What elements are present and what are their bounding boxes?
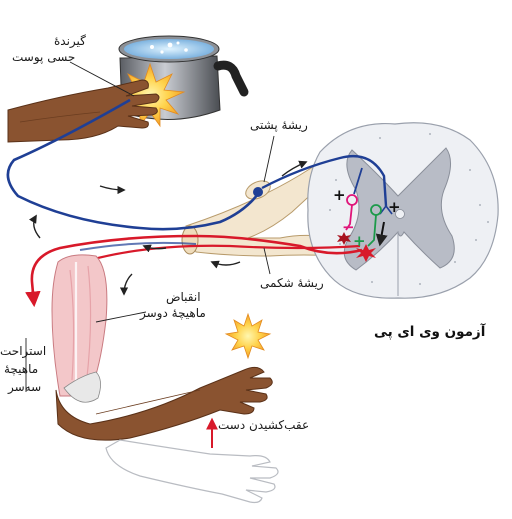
withdraw-label: عقب‌کشیدن دست [218,418,309,433]
ghost-arm [106,440,278,503]
plus-sign: + [388,198,401,216]
relaxation-label-line3: سه‌سر [8,380,41,395]
contraction-label-line2: ماهیچهٔ دوسر [140,306,206,321]
upper-arm-muscles [52,255,107,402]
dorsal-root-label: ریشهٔ پشتی [250,118,308,133]
relaxation-label-line1: استراحت [0,344,46,359]
sensory-receptor-label-line1: گیرندهٔ [54,34,86,49]
upper-hand [8,80,159,142]
ventral-root-label: ریشهٔ شکمی [260,276,324,291]
contraction-label-line1: انقباض [166,290,201,305]
plus-sign: + [353,232,366,250]
watermark: آزمون وی ای پی [374,324,485,340]
plus-sign: + [333,186,346,204]
sensory-receptor-label-line2: حسی پوست [12,50,75,65]
spinal-cord-section [308,123,498,298]
relaxation-label-line2: ماهیچهٔ [4,362,38,377]
muscle-stimulus-burst [226,314,270,358]
